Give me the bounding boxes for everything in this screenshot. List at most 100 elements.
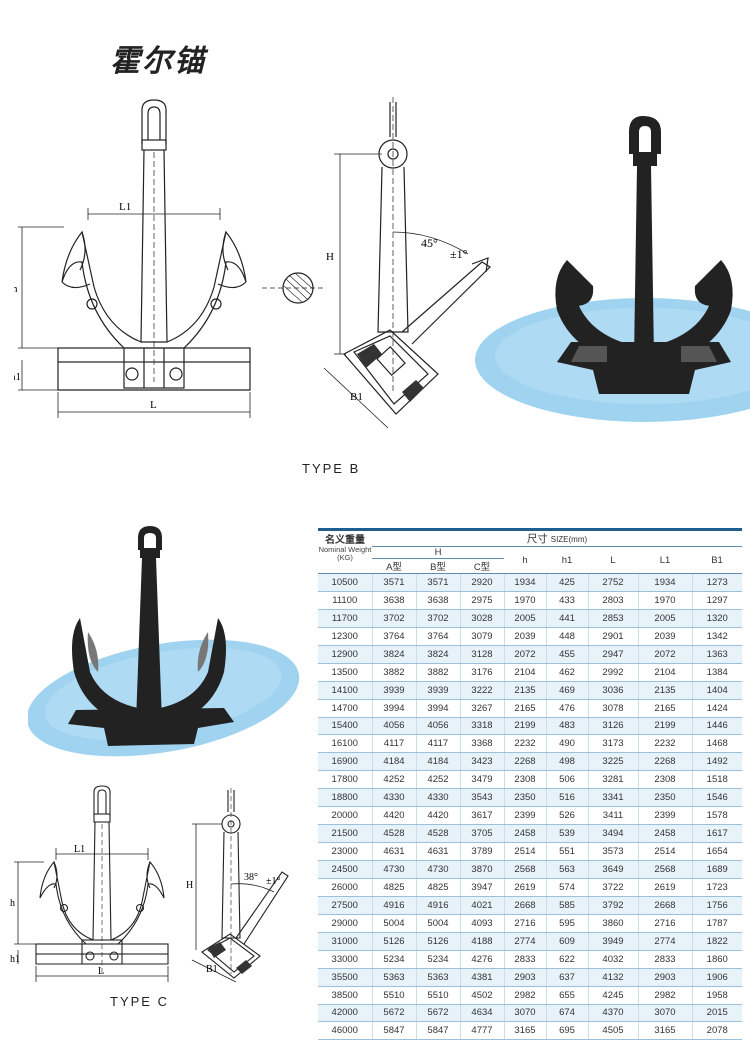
- table-cell: 2135: [503, 681, 546, 700]
- table-cell: 5510: [371, 986, 416, 1005]
- weight-header: 名义重量 Nominal Weight (KG): [318, 528, 372, 574]
- table-cell: 2039: [503, 627, 546, 646]
- dim-h1-label: h1: [10, 954, 20, 965]
- table-cell: 3789: [459, 842, 504, 861]
- table-cell: 3571: [371, 573, 416, 592]
- table-cell: 4420: [415, 806, 460, 826]
- table-cell: 2947: [587, 645, 638, 664]
- table-cell: 2982: [503, 986, 546, 1005]
- table-cell: 11700: [318, 609, 372, 628]
- type-c-front-drawing: L1 h h1 L: [10, 785, 169, 982]
- table-cell: 2568: [637, 860, 692, 879]
- table-cell: 2458: [637, 824, 692, 844]
- col-L-header: L: [588, 546, 638, 574]
- table-cell: 5126: [371, 932, 416, 951]
- table-cell: 2104: [503, 663, 546, 682]
- table-cell: 2268: [503, 752, 546, 772]
- table-cell: 4245: [587, 986, 638, 1005]
- table-cell: 2039: [637, 627, 692, 646]
- table-cell: 3267: [459, 699, 504, 718]
- table-cell: 2668: [637, 896, 692, 915]
- table-cell: 1273: [691, 573, 742, 592]
- col-A-header: A型: [372, 558, 416, 574]
- table-cell: 21500: [318, 824, 372, 844]
- table-cell: 1822: [691, 932, 742, 951]
- col-h1-header: h1: [546, 546, 588, 574]
- table-cell: 3079: [459, 627, 504, 646]
- col-L1-header: L1: [638, 546, 692, 574]
- col-h-header: h: [504, 546, 546, 574]
- col-H-header: H: [372, 546, 504, 559]
- table-cell: 4021: [459, 896, 504, 915]
- table-cell: 3638: [371, 591, 416, 610]
- table-cell: 2015: [691, 1004, 742, 1023]
- table-cell: 2903: [503, 968, 546, 987]
- weight-header-en: Nominal Weight (KG): [318, 545, 372, 562]
- table-cell: 4528: [371, 824, 416, 844]
- table-cell: 2104: [637, 663, 692, 682]
- table-cell: 4631: [415, 842, 460, 861]
- type-b-side-drawing: H 45° ±1° B1: [262, 97, 491, 429]
- table-cell: 1320: [691, 609, 742, 628]
- table-cell: 3126: [587, 717, 638, 736]
- table-cell: 674: [545, 1004, 588, 1023]
- table-cell: 3994: [371, 699, 416, 718]
- table-cell: 3994: [415, 699, 460, 718]
- table-cell: 3649: [587, 860, 638, 879]
- table-cell: 2308: [637, 770, 692, 790]
- table-cell: 4330: [371, 788, 416, 808]
- table-cell: 1787: [691, 914, 742, 933]
- table-cell: 3764: [371, 627, 416, 646]
- table-cell: 2853: [587, 609, 638, 628]
- table-cell: 1617: [691, 824, 742, 844]
- table-cell: 3173: [587, 734, 638, 754]
- table-cell: 1578: [691, 806, 742, 826]
- table-cell: 3222: [459, 681, 504, 700]
- table-cell: 4132: [587, 968, 638, 987]
- angle-tolerance-label: ±1°: [450, 247, 468, 261]
- table-cell: 3070: [503, 1004, 546, 1023]
- table-cell: 4370: [587, 1004, 638, 1023]
- table-cell: 2165: [503, 699, 546, 718]
- table-cell: 3281: [587, 770, 638, 790]
- table-cell: 5004: [371, 914, 416, 933]
- table-cell: 15400: [318, 717, 372, 736]
- table-cell: 622: [545, 950, 588, 969]
- table-cell: 490: [545, 734, 588, 754]
- table-cell: 17800: [318, 770, 372, 790]
- type-b-anchor-photo: [475, 116, 750, 422]
- table-cell: 2668: [503, 896, 546, 915]
- table-cell: 1297: [691, 591, 742, 610]
- dim-L-label: L: [98, 966, 104, 977]
- table-cell: 1404: [691, 681, 742, 700]
- table-cell: 1654: [691, 842, 742, 861]
- table-cell: 2005: [503, 609, 546, 628]
- type-c-side-drawing: H 38° ±1° B1: [186, 788, 289, 983]
- table-cell: 1518: [691, 770, 742, 790]
- table-cell: 2165: [637, 699, 692, 718]
- table-cell: 4825: [371, 878, 416, 897]
- table-cell: 2232: [637, 734, 692, 754]
- table-cell: 1446: [691, 717, 742, 736]
- table-cell: 1860: [691, 950, 742, 969]
- table-cell: 2716: [637, 914, 692, 933]
- table-cell: 4056: [415, 717, 460, 736]
- table-cell: 2514: [503, 842, 546, 861]
- table-cell: 2833: [503, 950, 546, 969]
- dim-h-label: h: [14, 283, 18, 295]
- table-cell: 3882: [371, 663, 416, 682]
- table-cell: 637: [545, 968, 588, 987]
- table-cell: 5672: [371, 1004, 416, 1023]
- dim-L1-label: L1: [119, 201, 131, 213]
- table-cell: 16100: [318, 734, 372, 754]
- table-cell: 13500: [318, 663, 372, 682]
- table-cell: 551: [545, 842, 588, 861]
- table-cell: 655: [545, 986, 588, 1005]
- angle-label: 45°: [421, 236, 438, 250]
